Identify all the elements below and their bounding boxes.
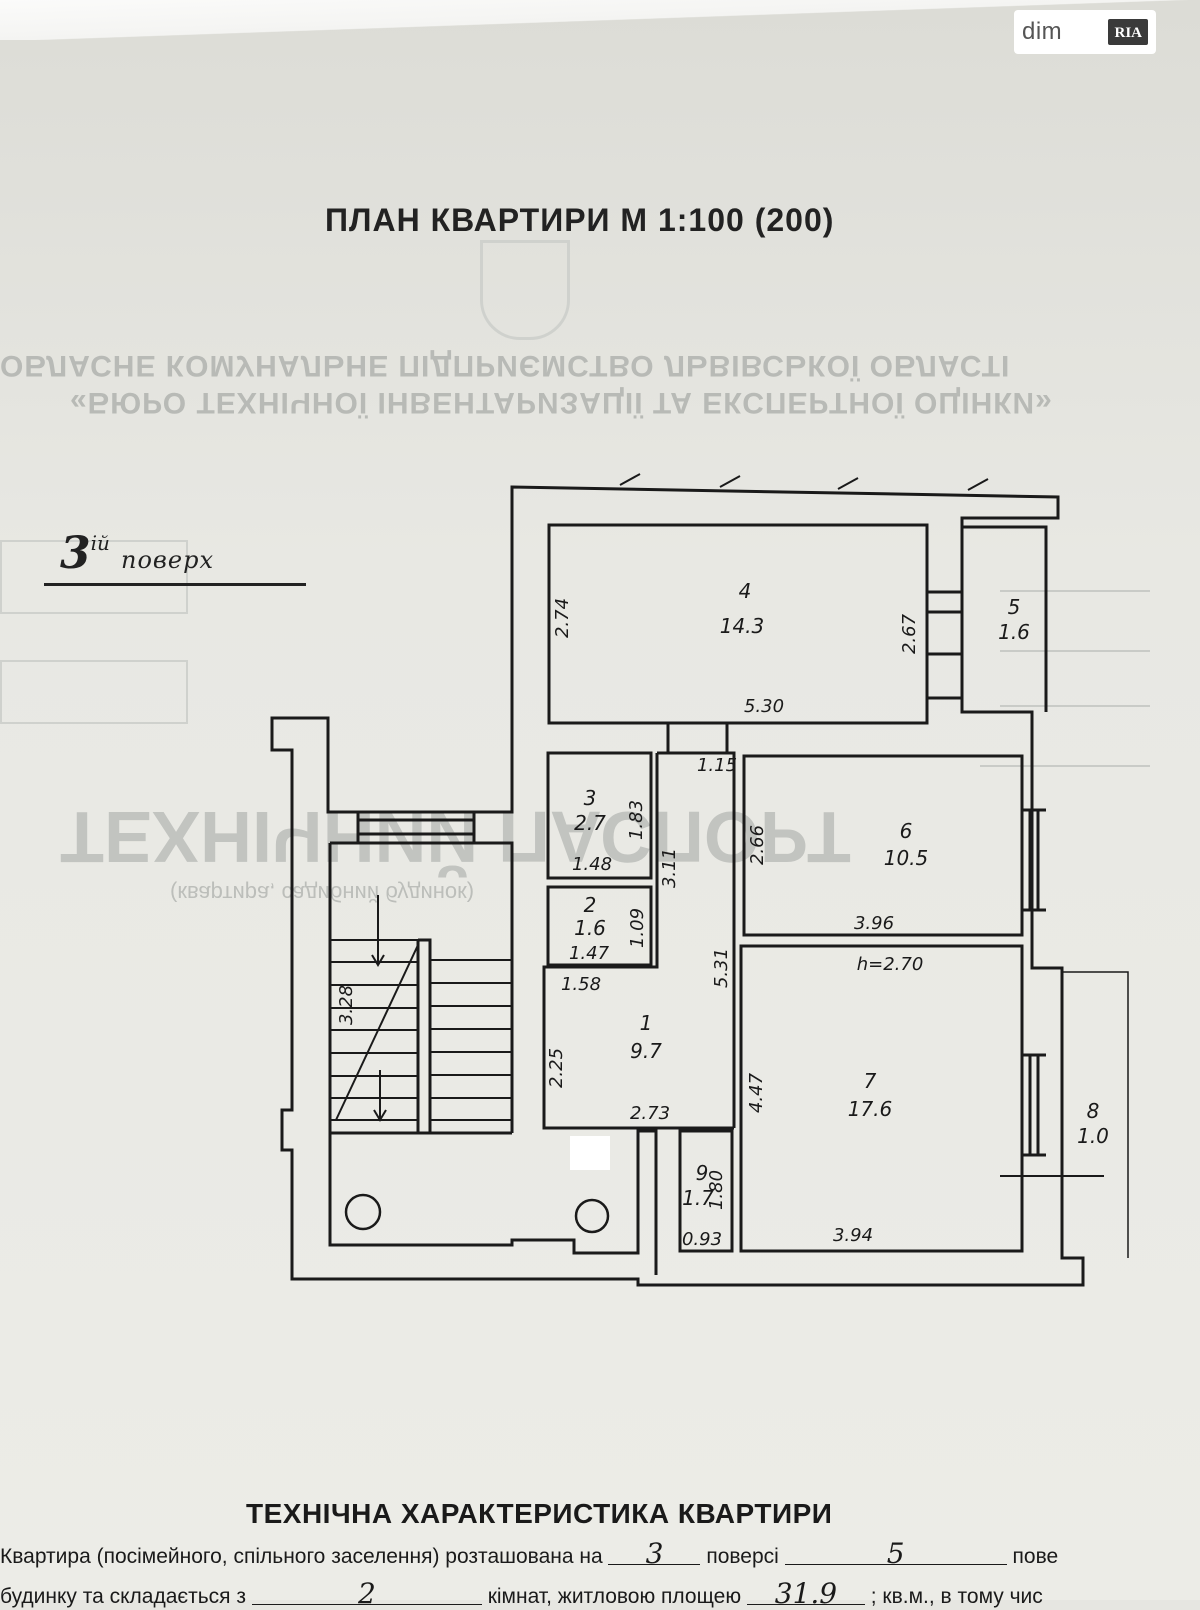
floor-label: 3ій поверх	[60, 528, 214, 579]
line2-text-c: ; кв.м., в тому чис	[870, 1585, 1043, 1608]
room-6-number: 6	[900, 819, 913, 843]
landing-circle-right	[574, 1198, 610, 1234]
floor-underline	[44, 583, 306, 586]
plan-title: ПЛАН КВАРТИРИ М 1:100 (200)	[325, 202, 835, 238]
window-room7	[1022, 1053, 1046, 1157]
room-4-area: 14.3	[720, 614, 765, 638]
room-1-number: 1	[640, 1011, 653, 1035]
dim-room2-height: 1.09	[627, 908, 648, 948]
room-7	[739, 944, 1024, 1253]
balcony-8	[1062, 971, 1129, 1258]
room-8-area: 1.0	[1077, 1124, 1109, 1148]
ghost-line-4	[980, 765, 1150, 767]
logo-text: dim	[1022, 18, 1063, 45]
dim-room3-height: 1.83	[626, 800, 647, 840]
room-2-area: 1.6	[574, 916, 606, 940]
wall-ticks	[619, 473, 989, 491]
stair-core	[416, 938, 432, 1133]
room-6	[742, 754, 1024, 937]
floor-word: поверх	[121, 546, 214, 574]
stair-well	[328, 841, 514, 1135]
wall-room5	[962, 525, 1048, 712]
ghost-box-2	[0, 660, 188, 724]
line2-rooms-value: 2	[251, 1580, 482, 1608]
dim-corridor-height: 3.11	[659, 848, 680, 888]
ghost-line-1	[1000, 590, 1150, 592]
dim-stair: 3.28	[336, 985, 357, 1025]
room-4	[547, 523, 929, 725]
dim-room7-height: 4.47	[746, 1072, 767, 1113]
door-room4	[666, 723, 729, 754]
floor-number: 3	[60, 528, 91, 579]
dim-room6-height: 2.66	[747, 825, 768, 865]
dim-room4-width: 5.30	[744, 696, 784, 717]
line1-text-c: пове	[1012, 1545, 1059, 1568]
white-patch	[570, 1136, 610, 1170]
dim-room4-height: 2.74	[552, 598, 573, 638]
corridor-walls	[542, 751, 736, 1130]
stair-window	[356, 812, 476, 843]
room5-partition	[927, 590, 962, 700]
room-9-number: 9	[696, 1161, 709, 1185]
line2-text-a: будинку та складається з	[0, 1585, 247, 1608]
dim-room9-width: 0.93	[682, 1229, 722, 1250]
ghost-box-1	[0, 540, 188, 614]
room-3-area: 2.7	[574, 811, 606, 835]
dim-room1-top: 1.58	[561, 974, 601, 995]
dim-room1-left: 2.25	[546, 1048, 567, 1088]
room-8-number: 8	[1087, 1099, 1100, 1123]
stair-steps	[330, 895, 512, 1122]
ghost-line-2	[1000, 650, 1150, 652]
room-2	[546, 885, 653, 967]
room-3	[546, 751, 653, 880]
characteristics-line-1: Квартира (посімейного, спільного заселен…	[0, 1540, 1059, 1569]
line1-floor-value: 3	[608, 1540, 701, 1568]
characteristics-line-2: будинку та складається з 2 кімнат, житло…	[0, 1580, 1043, 1609]
landing-circle-left	[344, 1193, 382, 1231]
room-7-area: 17.6	[848, 1097, 893, 1121]
logo-badge: RIA	[1108, 19, 1148, 45]
line2-area-value: 31.9	[746, 1580, 865, 1608]
room-7-number: 7	[864, 1069, 877, 1093]
room-5-number: 5	[1008, 595, 1021, 619]
line2-text-b: кімнат, житловою площею	[487, 1585, 742, 1608]
paper-top-edge	[0, 0, 1200, 40]
outer-wall	[270, 485, 1085, 1287]
dim-room6-width: 3.96	[854, 913, 894, 934]
dim-ceiling-height: h=2.70	[857, 954, 924, 975]
dim-room3-width: 1.48	[572, 854, 612, 875]
line1-text-b: поверсі	[706, 1545, 779, 1568]
ghost-line-3	[1000, 705, 1150, 707]
room-4-number: 4	[739, 579, 752, 603]
ghost-emblem	[480, 240, 570, 340]
room-3-number: 3	[584, 786, 597, 810]
room-9-area: 1.7	[682, 1186, 714, 1210]
room-5-area: 1.6	[998, 620, 1030, 644]
room-6-area: 10.5	[884, 846, 929, 870]
floor-suffix: ій	[90, 531, 110, 555]
dim-room1-right: 5.31	[711, 948, 732, 988]
site-logo[interactable]: dim RIA	[1014, 10, 1156, 54]
dim-room1-bottom: 2.73	[630, 1103, 670, 1124]
dim-room4-door: 2.67	[899, 613, 920, 654]
characteristics-title: ТЕХНІЧНА ХАРАКТЕРИСТИКА КВАРТИРИ	[246, 1498, 833, 1529]
dim-room7-width: 3.94	[833, 1225, 873, 1246]
room-1-area: 9.7	[630, 1039, 662, 1063]
dim-room2-width: 1.47	[569, 943, 610, 964]
room-9	[678, 1129, 734, 1253]
room-2-number: 2	[584, 893, 597, 917]
line1-text-a: Квартира (посімейного, спільного заселен…	[0, 1545, 603, 1568]
landing-wall	[328, 1129, 658, 1275]
dim-corridor-width: 1.15	[697, 755, 737, 776]
line1-floors-value: 5	[784, 1540, 1007, 1568]
window-room6	[1022, 808, 1046, 912]
dim-room9-height: 1.80	[706, 1170, 727, 1210]
